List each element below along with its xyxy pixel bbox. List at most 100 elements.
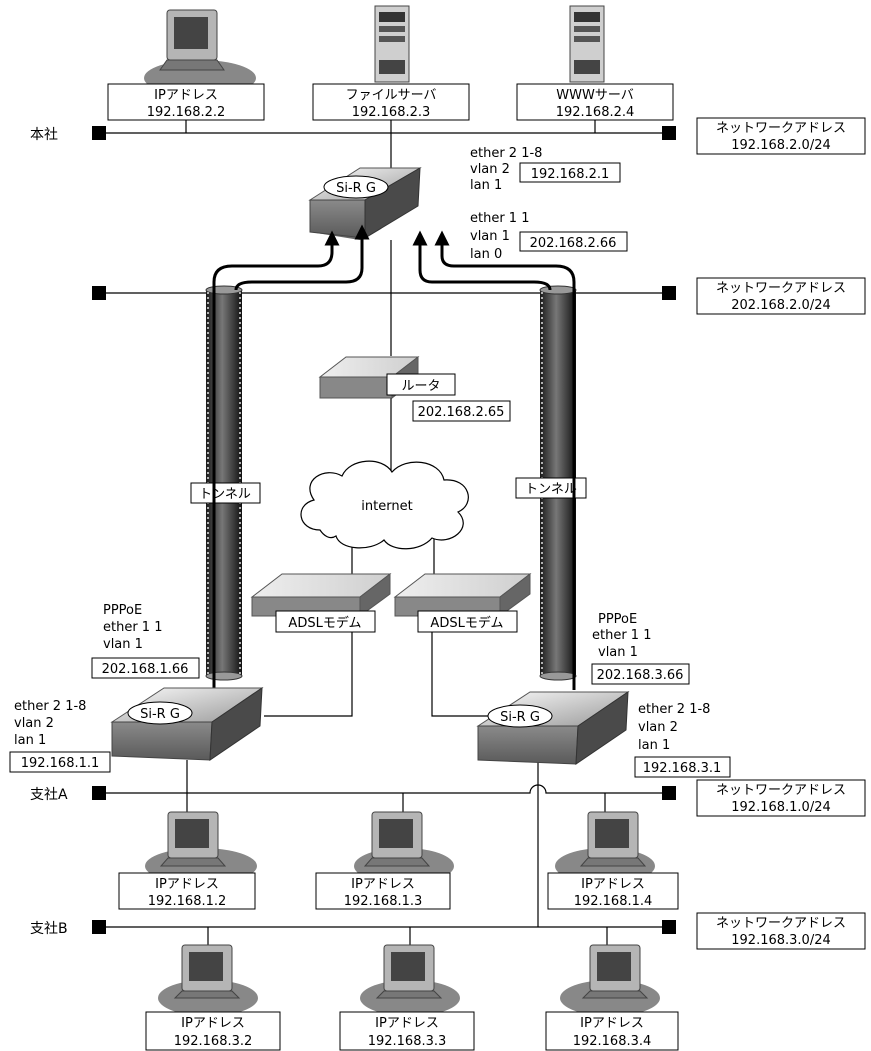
if-line3: vlan 1 <box>598 645 638 660</box>
host-label: IPアドレス <box>181 1016 245 1031</box>
network-address-label: ネットワークアドレス <box>716 281 846 296</box>
if-line3: lan 1 <box>14 733 46 748</box>
network-address-label: ネットワークアドレス <box>716 783 846 798</box>
if-line3: lan 1 <box>638 738 670 753</box>
host-label: IPアドレス <box>580 1016 644 1031</box>
if-line2: vlan 2 <box>470 162 510 177</box>
network-address-shisha-a: ネットワークアドレス 192.168.1.0/24 <box>696 779 866 817</box>
network-address-honsha: ネットワークアドレス 192.168.2.0/24 <box>696 117 866 155</box>
host-ip: 192.168.1.4 <box>574 894 653 909</box>
pc-icon <box>158 944 258 1016</box>
router-badge: Si-R G <box>336 181 376 196</box>
internet-cloud: internet <box>300 460 469 550</box>
network-address-value: 192.168.2.0/24 <box>731 138 831 153</box>
site-label-shisha-b: 支社B <box>30 921 68 937</box>
modem-icon <box>250 572 392 617</box>
host-ip: 192.168.2.3 <box>352 105 431 120</box>
if-line3: lan 0 <box>470 247 502 262</box>
branch-a-host-3: IPアドレス 192.168.1.4 <box>547 811 679 910</box>
if-line1: ether 2 1-8 <box>14 699 86 714</box>
host-ip: 192.168.3.3 <box>368 1034 447 1049</box>
adsl-modem-left: ADSLモデム <box>250 572 392 633</box>
network-address-value: 202.168.2.0/24 <box>731 298 831 313</box>
router-badge: Si-R G <box>500 710 540 725</box>
host-ip: 192.168.3.4 <box>573 1034 652 1049</box>
branch-a-host-1: IPアドレス 192.168.1.2 <box>118 811 257 910</box>
site-label-shisha-a: 支社A <box>30 787 68 803</box>
host-label: IPアドレス <box>154 88 218 103</box>
pc-icon <box>360 944 460 1016</box>
router-badge: Si-R G <box>140 707 180 722</box>
if-line3: vlan 1 <box>103 637 143 652</box>
host-label: IPアドレス <box>351 877 415 892</box>
host-ip: 192.168.1.2 <box>148 894 227 909</box>
network-address-label: ネットワークアドレス <box>716 121 846 136</box>
branch-b-router: Si-R G <box>476 691 630 765</box>
isp-router-label: ルータ <box>401 379 440 394</box>
server-tower-icon <box>374 5 410 83</box>
line-endpoints <box>92 126 676 934</box>
router-icon <box>476 691 630 765</box>
server-tower-icon <box>569 5 605 83</box>
pc-icon <box>144 9 256 96</box>
branch-a-lan-line <box>97 784 669 794</box>
if-line1: PPPoE <box>598 612 637 627</box>
branch-b-router-wan-if: PPPoE ether 1 1 vlan 1 202.168.3.66 <box>591 612 690 685</box>
if-ip: 192.168.1.1 <box>21 756 100 771</box>
internet-label: internet <box>361 499 412 514</box>
if-line2: vlan 1 <box>470 229 510 244</box>
modem-label: ADSLモデム <box>288 615 361 631</box>
branch-b-host-2: IPアドレス 192.168.3.3 <box>339 944 475 1051</box>
if-line1: ether 2 1-8 <box>638 702 710 717</box>
if-ip: 192.168.3.1 <box>643 761 722 776</box>
if-ip: 192.168.2.1 <box>531 167 610 182</box>
branch-a-host-2: IPアドレス 192.168.1.3 <box>315 811 454 910</box>
branch-a-router: Si-R G <box>110 687 264 761</box>
if-ip: 202.168.1.66 <box>102 662 189 677</box>
if-line1: ether 2 1-8 <box>470 146 542 161</box>
network-address-value: 192.168.3.0/24 <box>731 933 831 948</box>
branch-a-router-lan-if: ether 2 1-8 vlan 2 lan 1 192.168.1.1 <box>9 699 111 773</box>
tunnel-flow-arrows <box>212 224 576 690</box>
host-ip: 192.168.2.4 <box>556 105 635 120</box>
if-line2: ether 1 1 <box>592 628 651 643</box>
host-label: IPアドレス <box>155 877 219 892</box>
modem-label: ADSLモデム <box>430 615 503 631</box>
branch-b-host-1: IPアドレス 192.168.3.2 <box>145 944 281 1051</box>
if-ip: 202.168.3.66 <box>597 668 684 683</box>
tunnel-label: トンネル <box>525 482 577 497</box>
hq-router-lan-if: ether 2 1-8 vlan 2 lan 1 192.168.2.1 <box>470 146 621 193</box>
modem-icon <box>393 572 532 617</box>
hq-router: Si-R G <box>308 167 422 240</box>
if-line2: vlan 2 <box>638 720 678 735</box>
network-address-label: ネットワークアドレス <box>716 916 846 931</box>
isp-router: ルータ 202.168.2.65 <box>318 355 511 422</box>
branch-a-router-wan-if: PPPoE ether 1 1 vlan 1 202.168.1.66 <box>91 603 200 679</box>
hq-www-server: WWWサーバ 192.168.2.4 <box>516 5 674 121</box>
network-address-value: 192.168.1.0/24 <box>731 800 831 815</box>
network-address-wan: ネットワークアドレス 202.168.2.0/24 <box>696 277 866 315</box>
adsl-modem-right: ADSLモデム <box>393 572 532 633</box>
if-line3: lan 1 <box>470 178 502 193</box>
branch-b-host-3: IPアドレス 192.168.3.4 <box>545 944 679 1051</box>
if-line2: ether 1 1 <box>103 620 162 635</box>
if-line1: PPPoE <box>103 603 142 618</box>
router-icon <box>110 687 264 761</box>
host-label: IPアドレス <box>581 877 645 892</box>
isp-router-ip: 202.168.2.65 <box>418 405 505 420</box>
host-label: WWWサーバ <box>556 88 633 103</box>
if-line1: ether 1 1 <box>470 211 529 226</box>
host-ip: 192.168.2.2 <box>147 105 226 120</box>
hq-file-server: ファイルサーバ 192.168.2.3 <box>312 5 470 121</box>
if-line2: vlan 2 <box>14 716 54 731</box>
branch-b-router-lan-if: ether 2 1-8 vlan 2 lan 1 192.168.3.1 <box>634 702 731 778</box>
pc-icon <box>560 944 660 1016</box>
tunnel-left: トンネル <box>190 285 261 681</box>
host-label: IPアドレス <box>375 1016 439 1031</box>
network-address-shisha-b: ネットワークアドレス 192.168.3.0/24 <box>696 912 866 950</box>
host-ip: 192.168.1.3 <box>344 894 423 909</box>
if-ip: 202.168.2.66 <box>530 236 617 251</box>
hq-host-pc: IPアドレス 192.168.2.2 <box>107 9 265 121</box>
site-label-honsha: 本社 <box>30 127 58 143</box>
